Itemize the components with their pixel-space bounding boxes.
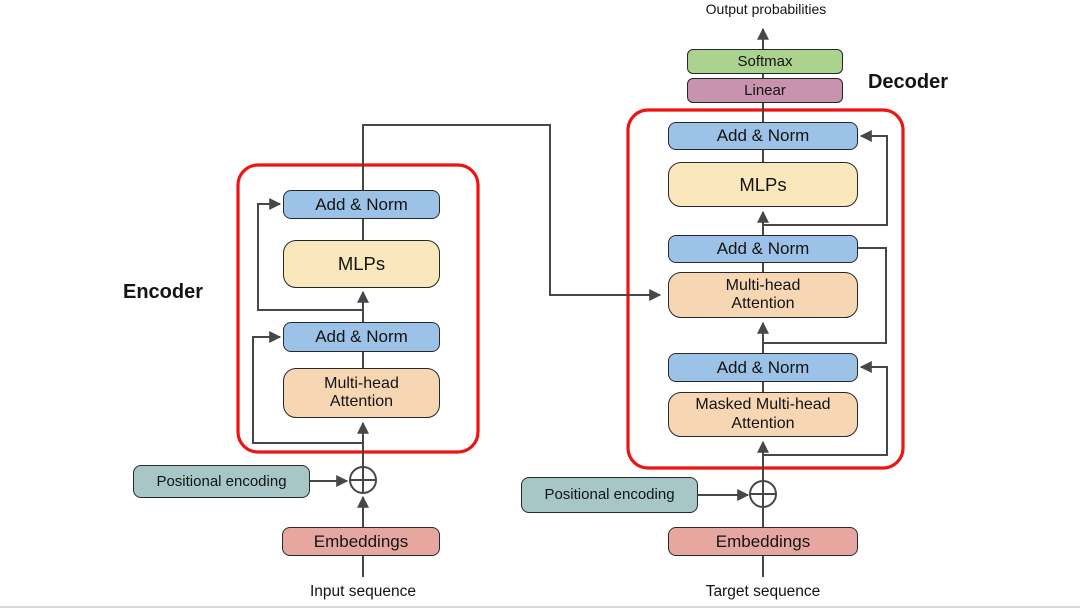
encoder-positional-encoding-block: Positional encoding — [133, 465, 310, 498]
softmax-block: Softmax — [687, 49, 843, 74]
target-sequence-label: Target sequence — [705, 583, 821, 600]
encoder-residual-bottom — [252, 331, 363, 444]
decoder-positional-encoding-block: Positional encoding — [521, 477, 698, 513]
bottom-divider — [0, 606, 1080, 608]
decoder-mlps-block: MLPs — [668, 162, 858, 207]
decoder-title: Decoder — [867, 71, 949, 93]
decoder-residual-bottom — [763, 361, 888, 456]
encoder-plus-circle-icon — [349, 466, 377, 494]
encoder-multi-head-attention-block: Multi-head Attention — [283, 368, 440, 418]
decoder-add-norm-middle: Add & Norm — [668, 235, 858, 263]
decoder-residual-middle — [764, 247, 887, 344]
decoder-outline — [626, 108, 905, 470]
encoder-add-norm-top: Add & Norm — [283, 190, 440, 219]
decoder-masked-multi-head-attention-block: Masked Multi-head Attention — [668, 392, 858, 437]
output-probabilities-label: Output probabilities — [705, 1, 827, 17]
decoder-plus-circle-icon — [749, 480, 777, 508]
decoder-add-norm-bottom: Add & Norm — [668, 353, 858, 382]
encoder-wires — [252, 124, 662, 577]
decoder-residual-top — [763, 130, 888, 226]
encoder-title: Encoder — [122, 281, 204, 303]
input-sequence-label: Input sequence — [309, 583, 416, 600]
decoder-multi-head-attention-block: Multi-head Attention — [668, 272, 858, 318]
encoder-add-norm-bottom: Add & Norm — [283, 322, 440, 352]
decoder-add-norm-top: Add & Norm — [668, 122, 858, 150]
encoder-residual-top — [257, 198, 363, 311]
linear-block: Linear — [687, 78, 843, 103]
encoder-to-decoder-arrow — [362, 124, 662, 301]
encoder-embeddings-block: Embeddings — [282, 527, 440, 556]
encoder-outline — [236, 163, 480, 454]
decoder-wires — [698, 27, 888, 577]
encoder-mlps-block: MLPs — [283, 240, 440, 288]
decoder-embeddings-block: Embeddings — [668, 527, 858, 556]
